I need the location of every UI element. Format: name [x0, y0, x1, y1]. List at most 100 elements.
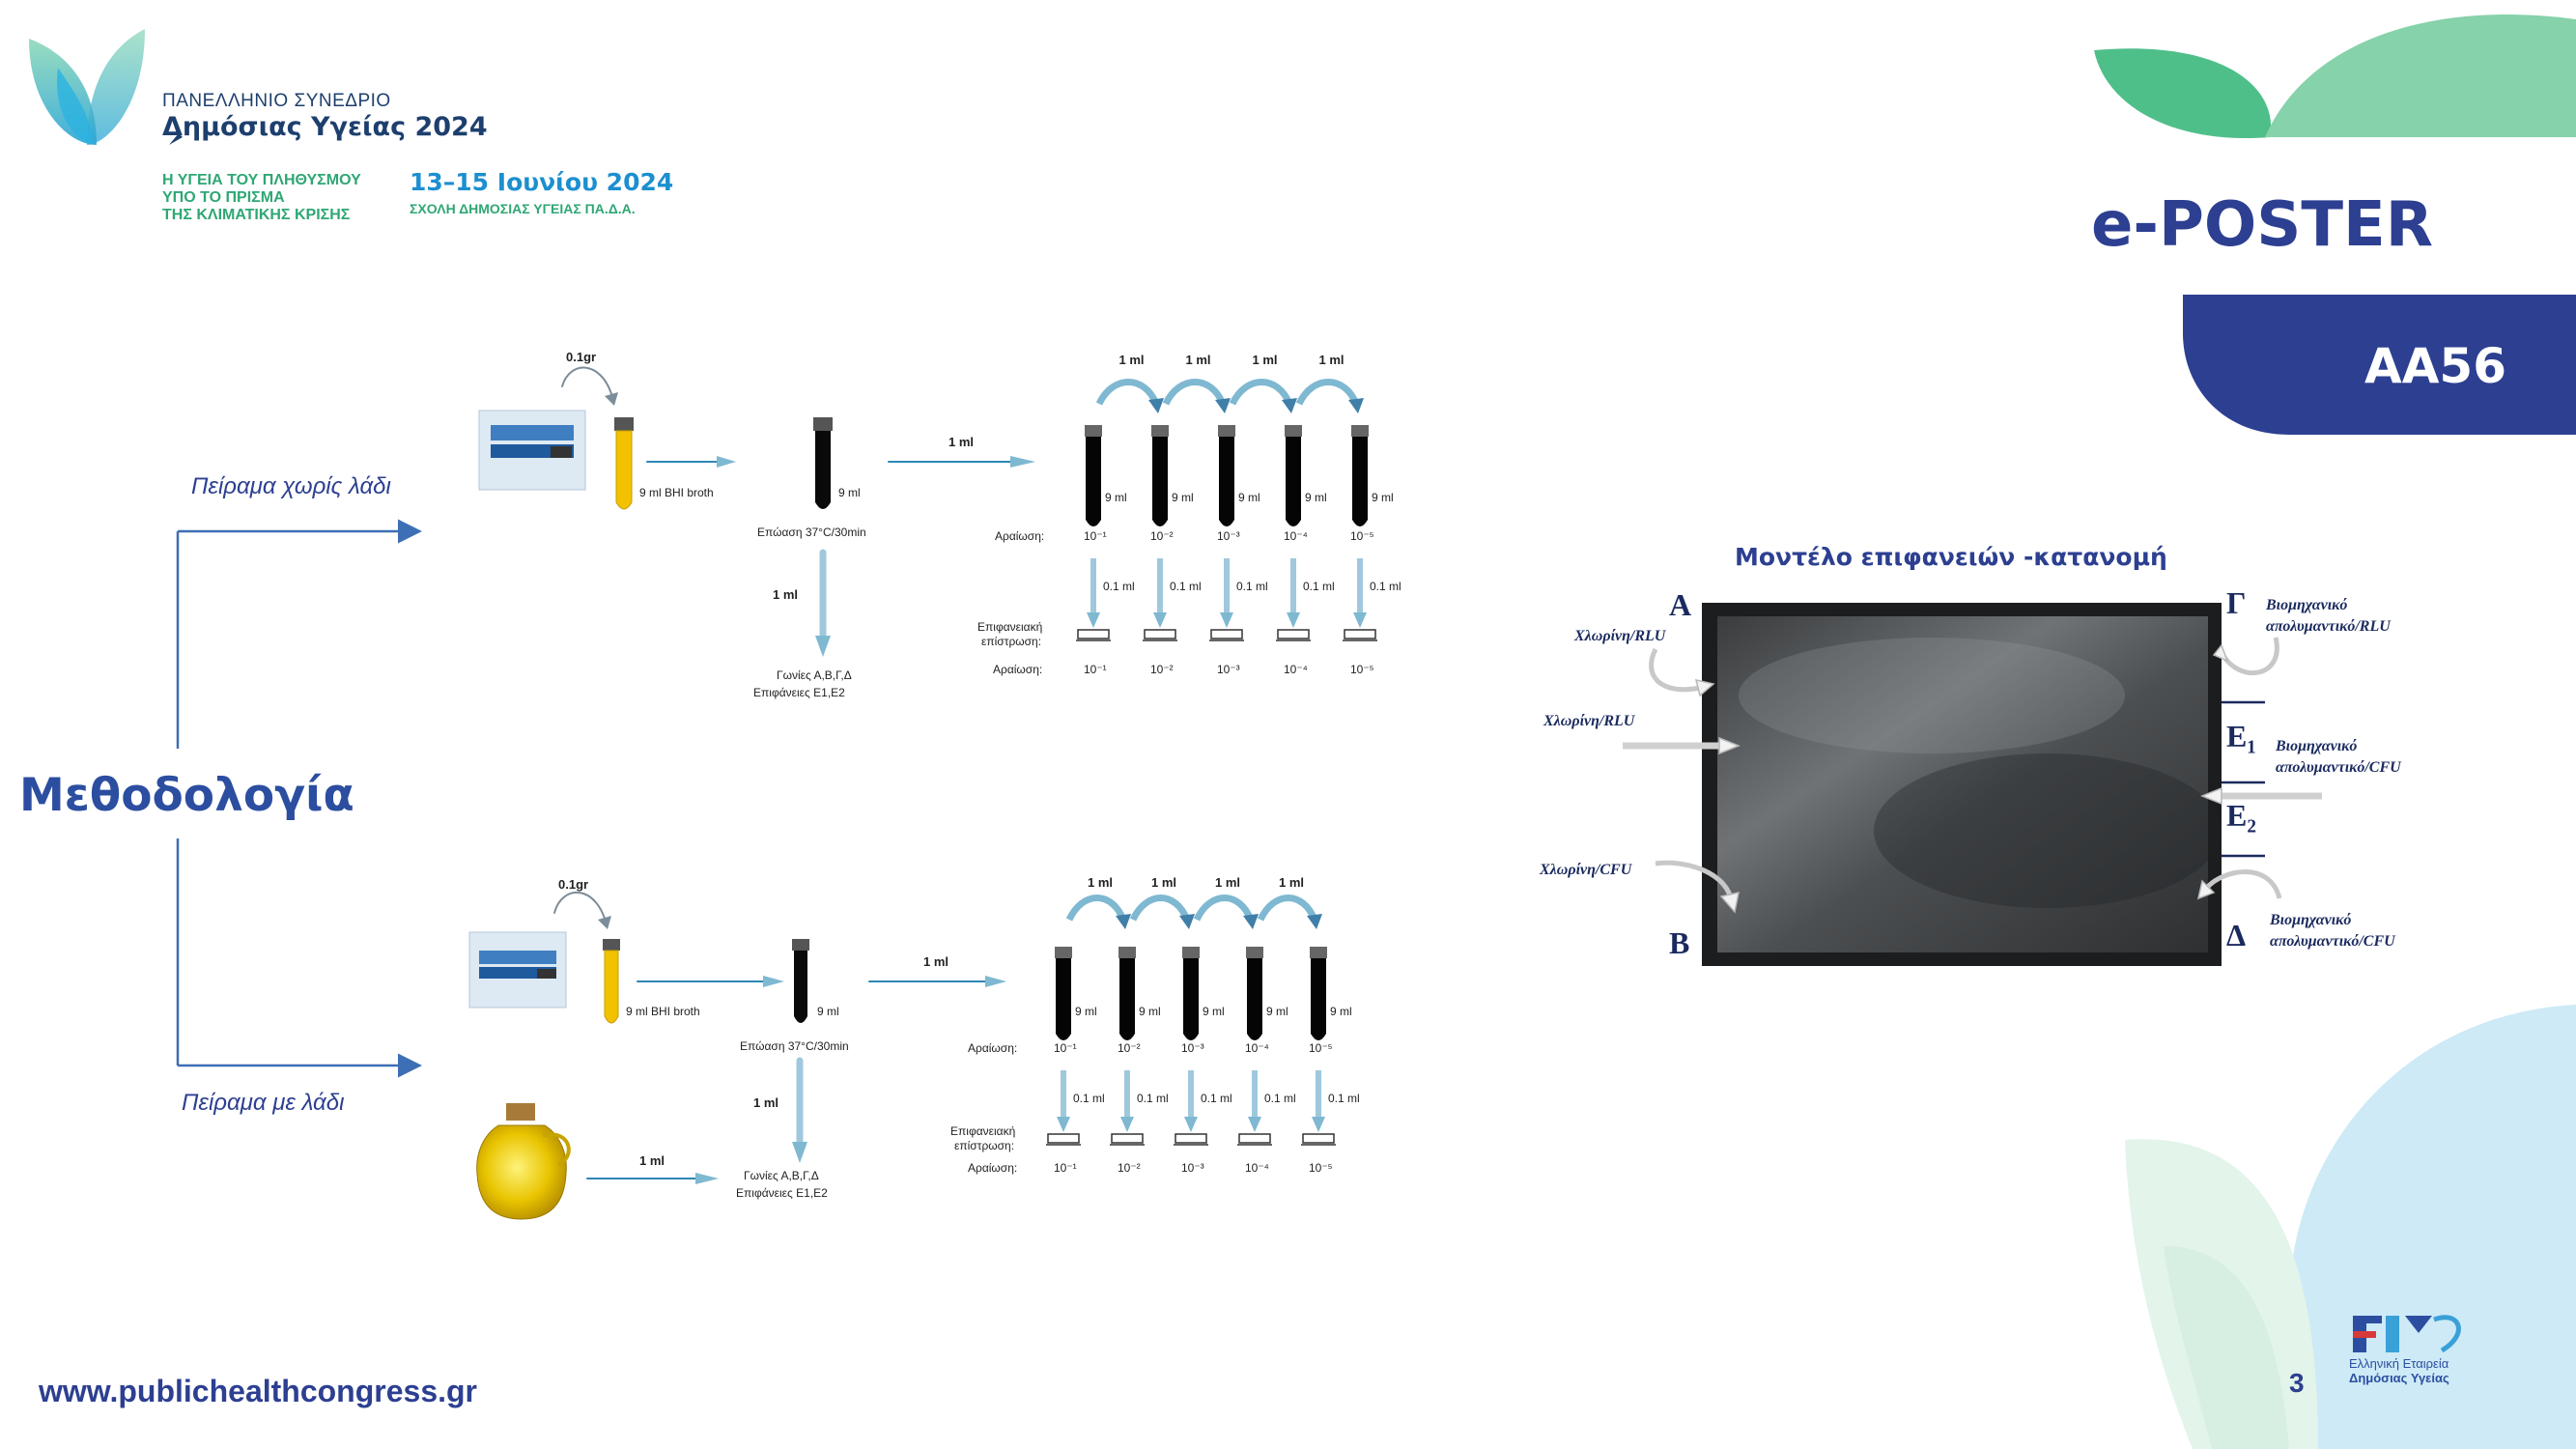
serial-transfer-label: 1 ml	[1118, 353, 1145, 367]
petri-plate	[1175, 1133, 1207, 1144]
yeast-amount-bottom: 0.1gr	[558, 877, 589, 892]
dilution-tube	[1286, 437, 1301, 526]
plating-arrow-head	[1184, 1117, 1198, 1132]
plate-dilution-label: 10⁻¹	[1084, 663, 1107, 676]
serial-transfer-arrowhead	[1179, 914, 1195, 929]
transfer-label-bottom: 1 ml	[923, 954, 949, 969]
petri-plate	[1302, 1133, 1335, 1144]
plating-arrow-head	[1287, 612, 1300, 628]
dilution-label-top: Αραίωση:	[995, 529, 1045, 543]
plate-dilution-label: 10⁻⁵	[1309, 1161, 1333, 1175]
efdy-name-line1: Ελληνική Εταιρεία	[2349, 1356, 2449, 1371]
tube-cap	[1285, 425, 1302, 437]
tube-volume-label: 9 ml	[1139, 1005, 1161, 1018]
serial-transfer-label: 1 ml	[1215, 875, 1241, 890]
tube-dilution-label: 10⁻²	[1118, 1041, 1141, 1055]
dilution-tube	[1219, 437, 1234, 526]
congress-website-link[interactable]: www.publichealthcongress.gr	[39, 1374, 477, 1408]
petri-plate	[1277, 629, 1310, 639]
plate-dilution-label: 10⁻⁴	[1245, 1161, 1269, 1175]
school-name: ΣΧΟΛΗ ΔΗΜΟΣΙΑΣ ΥΓΕΙΑΣ ΠΑ.Δ.Α.	[410, 201, 636, 216]
congress-org-line1: ΠΑΝΕΛΛΗΝΙΟ ΣΥΝΕΔΡΙΟ	[162, 91, 391, 111]
serial-transfer-arrowhead	[1307, 914, 1322, 929]
industrial-label-g: Βιομηχανικό	[2266, 597, 2348, 613]
serial-transfer-arrowhead	[1148, 398, 1164, 413]
surface-e1-label: Ε₁	[2226, 719, 2256, 753]
dilution-label-bottom: Αραίωση:	[968, 1041, 1018, 1055]
tube-cap	[1055, 947, 1072, 958]
petri-plate	[1210, 629, 1243, 639]
tube-volume-label: 9 ml	[1105, 491, 1127, 504]
serial-transfer-loop	[1065, 895, 1127, 922]
yeast-amount-top: 0.1gr	[566, 350, 597, 364]
tube-dilution-label: 10⁻³	[1181, 1041, 1204, 1055]
code-banner	[2183, 295, 2576, 435]
tube-dilution-label: 10⁻¹	[1084, 529, 1107, 543]
surfaces-label-bottom: Επιφάνειες Ε1,Ε2	[736, 1186, 828, 1200]
serial-transfer-label: 1 ml	[1185, 353, 1211, 367]
down-transfer-label-bottom: 1 ml	[753, 1095, 779, 1110]
serial-transfer-label: 1 ml	[1252, 353, 1278, 367]
experiment-top	[478, 366, 1035, 657]
petri-plate	[1077, 629, 1110, 639]
tube-volume-label: 9 ml	[1238, 491, 1260, 504]
detergent-cfu-label-e: απολυμαντικό/CFU	[2276, 759, 2401, 776]
plating-arrow-head	[1220, 612, 1233, 628]
detergent-cfu-label-d: απολυμαντικό/CFU	[2270, 933, 2395, 950]
serial-transfer-label: 1 ml	[1088, 875, 1114, 890]
surfaces-label-top: Επιφάνειες Ε1,Ε2	[753, 686, 845, 699]
down-transfer-label-top: 1 ml	[773, 587, 799, 602]
branch-bottom-label: Πείραμα με λάδι	[182, 1090, 345, 1116]
plating-arrow-head	[1120, 1117, 1134, 1132]
serial-transfer-loop	[1193, 895, 1255, 922]
tube-cap	[1246, 947, 1263, 958]
tube-cap	[1085, 425, 1102, 437]
broth-label-top: 9 ml BHI broth	[639, 486, 714, 499]
tube-volume-label: 9 ml	[1172, 491, 1194, 504]
chlorine-rlu-label-surface: Χλωρίνη/RLU	[1543, 713, 1635, 729]
decor-mint-shape	[2265, 14, 2576, 137]
serial-transfer-label: 1 ml	[1279, 875, 1305, 890]
petri-plate	[1238, 1133, 1271, 1144]
plating-volume-label: 0.1 ml	[1264, 1092, 1296, 1105]
surface-e2-label: Ε₂	[2226, 798, 2256, 833]
dilution-tube	[1152, 437, 1168, 526]
plate-dilution-label: 10⁻¹	[1054, 1161, 1077, 1175]
corner-g-label: Γ	[2226, 585, 2247, 620]
theme-line3: ΤΗΣ ΚΛΙΜΑΤΙΚΗΣ ΚΡΙΣΗΣ	[162, 207, 351, 223]
chlorine-rlu-label-a: Χλωρίνη/RLU	[1574, 628, 1666, 644]
dilution-tube	[1086, 437, 1101, 526]
surface-spread-label-bottom-1: Επιφανειακή	[950, 1124, 1016, 1138]
plating-volume-label: 0.1 ml	[1328, 1092, 1360, 1105]
tube-volume-label: 9 ml	[1266, 1005, 1288, 1018]
page-number: 3	[2289, 1368, 2305, 1398]
dilution-tube	[1183, 958, 1199, 1040]
petri-plate	[1047, 1133, 1080, 1144]
tube-cap	[1118, 947, 1136, 958]
tube-cap	[1310, 947, 1327, 958]
corners-label-top: Γωνίες Α,Β,Γ,Δ	[777, 668, 852, 682]
plating-volume-label: 0.1 ml	[1370, 580, 1401, 593]
plating-arrow-head	[1057, 1117, 1070, 1132]
experiment-bottom	[468, 891, 1006, 1220]
oil-transfer-label: 1 ml	[639, 1153, 665, 1168]
transfer-label-top: 1 ml	[948, 435, 975, 449]
plating-arrow-head	[1087, 612, 1100, 628]
serial-transfer-arrowhead	[1215, 398, 1231, 413]
corners-label-bottom: Γωνίες Α,Β,Γ,Δ	[744, 1169, 819, 1182]
incubation-label-bottom: Επώαση 37°C/30min	[740, 1039, 849, 1053]
plating-arrow-head	[1248, 1117, 1261, 1132]
tube-volume-label: 9 ml	[1075, 1005, 1097, 1018]
branch-top-label: Πείραμα χωρίς λάδι	[191, 473, 391, 499]
tube-volume-label: 9 ml	[1372, 491, 1394, 504]
plating-volume-label: 0.1 ml	[1137, 1092, 1169, 1105]
plating-arrow-head	[1153, 612, 1167, 628]
plate-dilution-label: 10⁻⁴	[1284, 663, 1308, 676]
tube-cap	[1351, 425, 1369, 437]
tray-arrows	[1623, 637, 2322, 914]
plating-arrow-head	[1312, 1117, 1325, 1132]
serial-transfer-arrowhead	[1243, 914, 1259, 929]
serial-transfer-loop	[1095, 379, 1160, 406]
detergent-rlu-label-g: απολυμαντικό/RLU	[2266, 618, 2391, 635]
